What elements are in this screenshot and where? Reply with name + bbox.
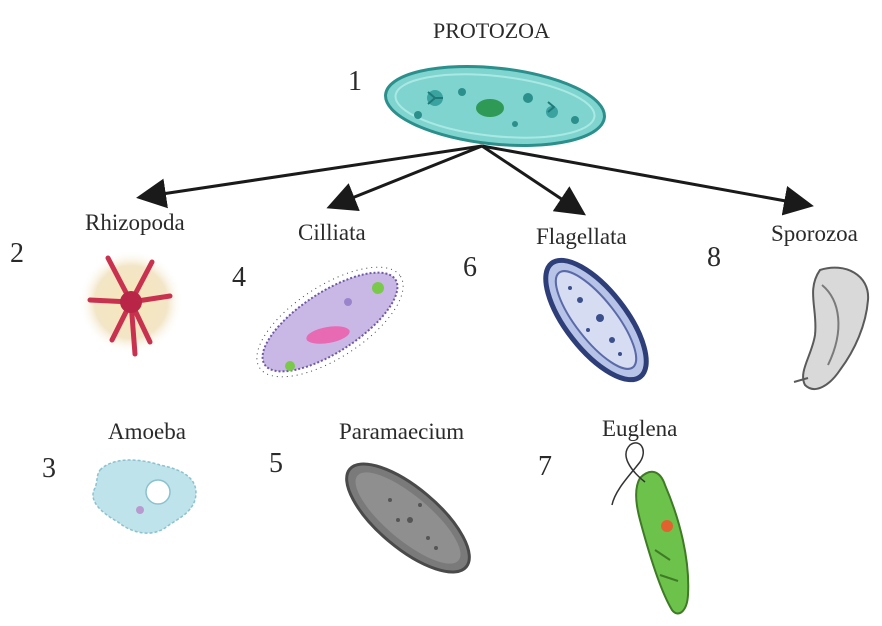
class-number-rhizopoda: 2 — [10, 240, 24, 268]
rhizopoda-illustration — [79, 250, 183, 354]
class-label-rhizopoda: Rhizopoda — [85, 211, 185, 234]
example-number-amoeba: 3 — [42, 455, 56, 483]
root-number: 1 — [348, 68, 362, 96]
class-label-sporozoa: Sporozoa — [771, 222, 858, 245]
flagellata-illustration — [528, 245, 664, 395]
class-label-cilliata: Cilliata — [298, 221, 366, 244]
arrow-to-sporozoa — [482, 146, 808, 205]
amoeba-illustration — [93, 460, 196, 533]
diagram-title: PROTOZOA — [433, 20, 550, 42]
euglena-illustration — [612, 443, 688, 614]
arrow-to-cilliata — [332, 146, 482, 206]
class-number-sporozoa: 8 — [707, 244, 721, 272]
protozoa-root-illustration — [382, 57, 609, 156]
example-number-euglena: 7 — [538, 453, 552, 481]
example-number-paramaecium: 5 — [269, 450, 283, 478]
example-label-euglena: Euglena — [602, 417, 677, 440]
class-number-cilliata: 4 — [232, 264, 246, 292]
example-label-paramaecium: Paramaecium — [339, 420, 464, 443]
arrow-to-rhizopoda — [142, 146, 482, 197]
cilliata-illustration — [240, 246, 420, 398]
paramaecium-illustration — [330, 446, 485, 590]
class-label-flagellata: Flagellata — [536, 225, 627, 248]
arrows — [142, 146, 808, 212]
example-label-amoeba: Amoeba — [108, 420, 186, 443]
sporozoa-illustration — [794, 268, 868, 389]
class-number-flagellata: 6 — [463, 254, 477, 282]
